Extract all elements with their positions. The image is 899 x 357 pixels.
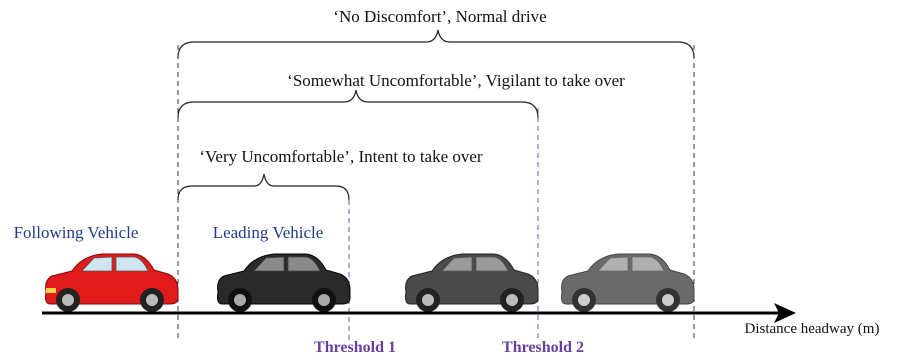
distance-axis-arrowhead (774, 303, 796, 323)
threshold-2-label: Threshold 2 (502, 339, 584, 356)
following-vehicle-label: Following Vehicle (14, 223, 139, 242)
axis-label: Distance headway (m) (745, 321, 880, 337)
leading-vehicle-car-3 (561, 253, 695, 312)
bracket-somewhat-uncomfortable (177, 89, 539, 119)
leading-vehicle-car-2 (405, 253, 539, 312)
following-vehicle-car (45, 253, 179, 312)
label-very-uncomfortable: ‘Very Uncomfortable’, Intent to take ove… (199, 147, 483, 166)
bracket-very-uncomfortable (177, 173, 350, 201)
leading-vehicle-car-1 (217, 253, 351, 312)
label-no-discomfort: ‘No Discomfort’, Normal drive (333, 7, 546, 26)
label-somewhat-uncomfortable: ‘Somewhat Uncomfortable’, Vigilant to ta… (287, 71, 625, 90)
bracket-no-discomfort (177, 29, 695, 59)
threshold-1-label: Threshold 1 (314, 339, 396, 356)
leading-vehicle-label: Leading Vehicle (213, 223, 324, 242)
